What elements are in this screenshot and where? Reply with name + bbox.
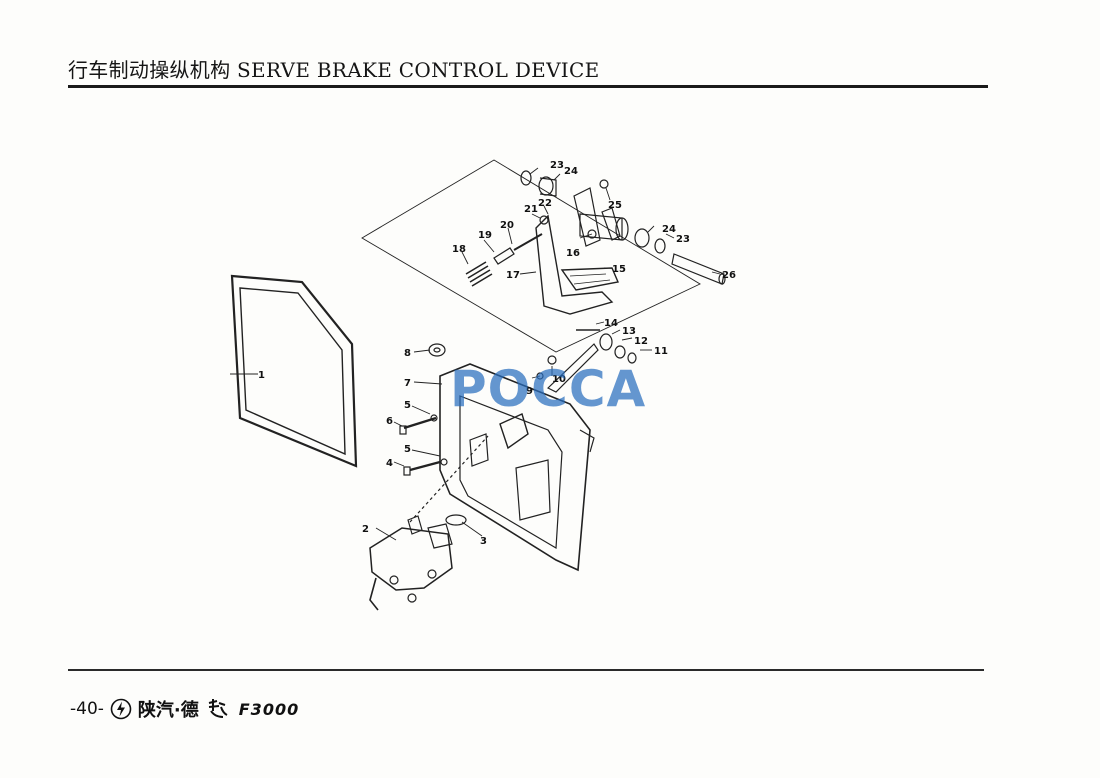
callout-24b: 24 [662, 224, 676, 235]
shacman-logo-icon [110, 698, 132, 720]
header-rule [68, 85, 988, 88]
callout-19: 19 [478, 230, 492, 241]
callout-22: 22 [538, 198, 552, 209]
callout-21: 21 [524, 204, 538, 215]
callout-24a: 24 [564, 166, 578, 177]
callout-4: 4 [386, 458, 393, 469]
footer-rule [68, 669, 984, 671]
page-number: -40- [70, 699, 104, 719]
callout-2: 2 [362, 524, 369, 535]
callout-10: 10 [552, 374, 566, 385]
callout-20: 20 [500, 220, 514, 231]
brand-calligraphy-icon [208, 699, 228, 718]
callout-25: 25 [608, 200, 622, 211]
callout-23a: 23 [550, 160, 564, 171]
model-name: F3000 [238, 699, 300, 719]
callout-12: 12 [634, 336, 648, 347]
callout-26: 26 [722, 270, 736, 281]
callout-15: 15 [612, 264, 626, 275]
callout-23b: 23 [676, 234, 690, 245]
callout-16: 16 [566, 248, 580, 259]
callout-17: 17 [506, 270, 520, 281]
callout-7: 7 [404, 378, 411, 389]
callout-3: 3 [480, 536, 487, 547]
callout-5a: 5 [404, 400, 411, 411]
callout-9: 9 [526, 386, 533, 397]
brand-name: 陕汽·德 [137, 700, 199, 721]
callout-5b: 5 [404, 444, 411, 455]
callout-1: 1 [258, 370, 265, 381]
callout-18: 18 [452, 244, 466, 255]
gasket-part-1 [230, 274, 358, 468]
page-title: 行车制动操纵机构 SERVE BRAKE CONTROL DEVICE [68, 58, 600, 82]
watermark-logo: POCCA [450, 360, 647, 418]
page-footer: -40- 陕汽·德 F3000 [70, 694, 299, 724]
callout-14: 14 [604, 318, 618, 329]
callout-11: 11 [654, 346, 668, 357]
callout-6: 6 [386, 416, 393, 427]
callout-8: 8 [404, 348, 411, 359]
callout-13: 13 [622, 326, 636, 337]
